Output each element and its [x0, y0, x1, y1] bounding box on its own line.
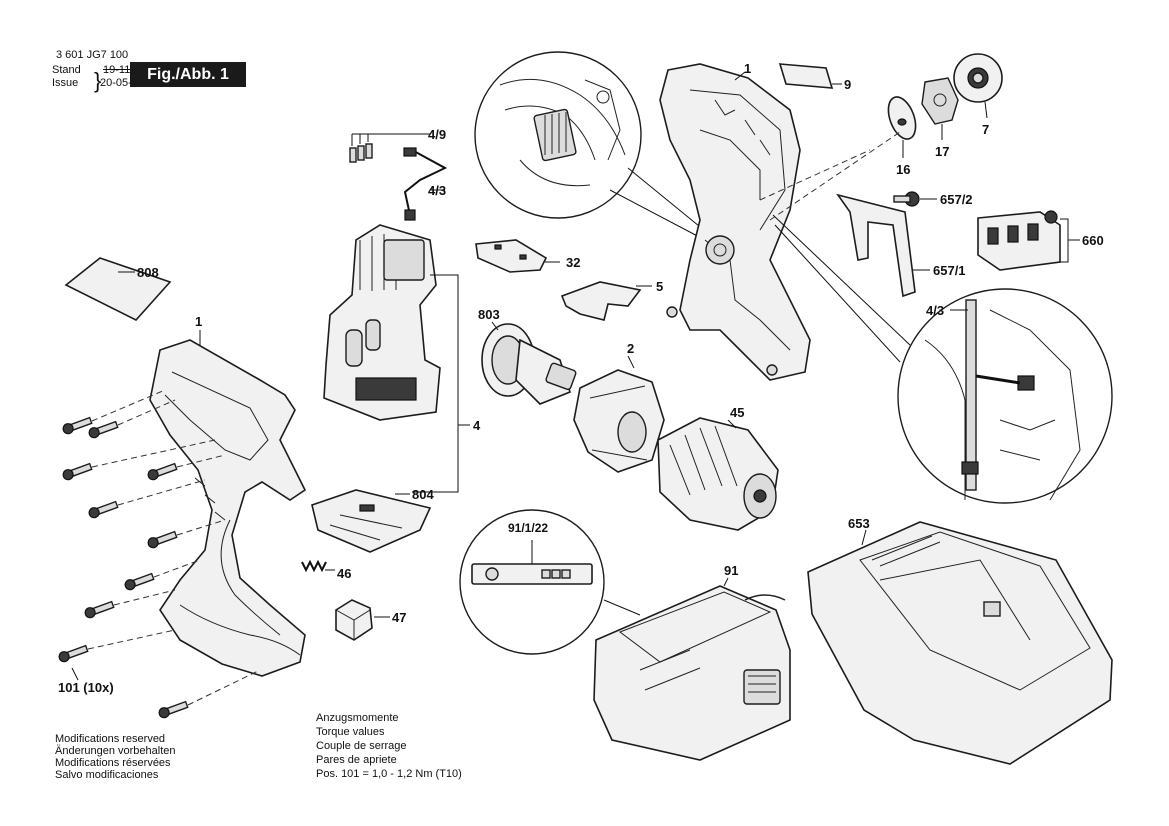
screw-657-2 — [893, 191, 920, 207]
label-4-9: 4/9 — [428, 127, 446, 142]
torque-line-1: Anzugsmomente — [316, 712, 399, 724]
wire-harness-4-3 — [403, 147, 448, 221]
direction-switch-5 — [560, 281, 642, 321]
label-660: 660 — [1082, 233, 1104, 248]
label-1-right: 1 — [744, 61, 751, 76]
label-46: 46 — [337, 566, 351, 581]
switch-assembly-4 — [323, 224, 441, 421]
label-32: 32 — [566, 255, 580, 270]
gearbox-45 — [657, 417, 779, 531]
footer-line-2: Änderungen vorbehalten — [55, 745, 176, 757]
label-4-3-detail: 4/3 — [926, 303, 944, 318]
stand-label: Stand — [52, 64, 81, 76]
motor-2 — [573, 369, 665, 473]
bit-holder-660 — [977, 210, 1061, 271]
label-sticker-9 — [778, 63, 834, 89]
label-4: 4 — [473, 418, 481, 433]
brace-glyph: } — [94, 68, 102, 93]
label-804: 804 — [412, 487, 434, 502]
label-17: 17 — [935, 144, 949, 159]
switch-slider-32 — [475, 239, 548, 273]
footer-line-1: Modifications reserved — [55, 733, 166, 745]
label-47: 47 — [392, 610, 406, 625]
ring-17 — [921, 77, 959, 125]
footer-line-3: Modifications réservées — [55, 757, 171, 769]
label-803: 803 — [478, 307, 500, 322]
battery-pack-91 — [593, 585, 791, 761]
label-4-3-top: 4/3 — [428, 183, 446, 198]
label-7: 7 — [982, 122, 989, 137]
label-5: 5 — [656, 279, 663, 294]
label-657-2: 657/2 — [940, 192, 973, 207]
charger-653 — [807, 521, 1113, 765]
knob-47 — [335, 599, 373, 641]
detail-circle-battery-label — [459, 509, 605, 655]
label-101: 101 (10x) — [58, 680, 114, 695]
old-date: 19-11 — [103, 64, 131, 76]
figure-badge: Fig./Abb. 1 — [130, 62, 246, 87]
detail-circle-top — [474, 51, 642, 219]
label-1-left: 1 — [195, 314, 202, 329]
label-16: 16 — [896, 162, 910, 177]
label-808: 808 — [137, 265, 159, 280]
issue-label: Issue — [52, 77, 79, 89]
carbon-brushes-4-9 — [349, 134, 373, 163]
clutch-cover-7 — [953, 53, 1003, 103]
torque-line-4: Pares de apriete — [316, 754, 397, 766]
label-91-1-22: 91/1/22 — [508, 521, 548, 535]
screws-101 — [58, 389, 261, 719]
document-number: 3 601 JG7 100 — [56, 49, 129, 61]
torque-spec: Pos. 101 = 1,0 - 1,2 Nm (T10) — [316, 768, 462, 780]
armature-803 — [481, 323, 577, 405]
cap-16 — [887, 96, 917, 140]
housing-half-right — [659, 63, 811, 381]
label-9: 9 — [844, 77, 851, 92]
label-45: 45 — [730, 405, 744, 420]
label-653: 653 — [848, 516, 870, 531]
housing-half-left — [149, 339, 307, 677]
belt-clip-657-1 — [836, 193, 916, 298]
label-657-1: 657/1 — [933, 263, 966, 278]
nameplate-808 — [64, 257, 172, 321]
footer-line-4: Salvo modificaciones — [55, 769, 159, 781]
label-2: 2 — [627, 341, 634, 356]
label-91: 91 — [724, 563, 738, 578]
spring-46 — [301, 559, 327, 573]
contact-plate-804 — [311, 489, 432, 553]
torque-line-2: Torque values — [316, 726, 385, 738]
torque-line-3: Couple de serrage — [316, 740, 407, 752]
detail-circle-right — [897, 288, 1113, 504]
